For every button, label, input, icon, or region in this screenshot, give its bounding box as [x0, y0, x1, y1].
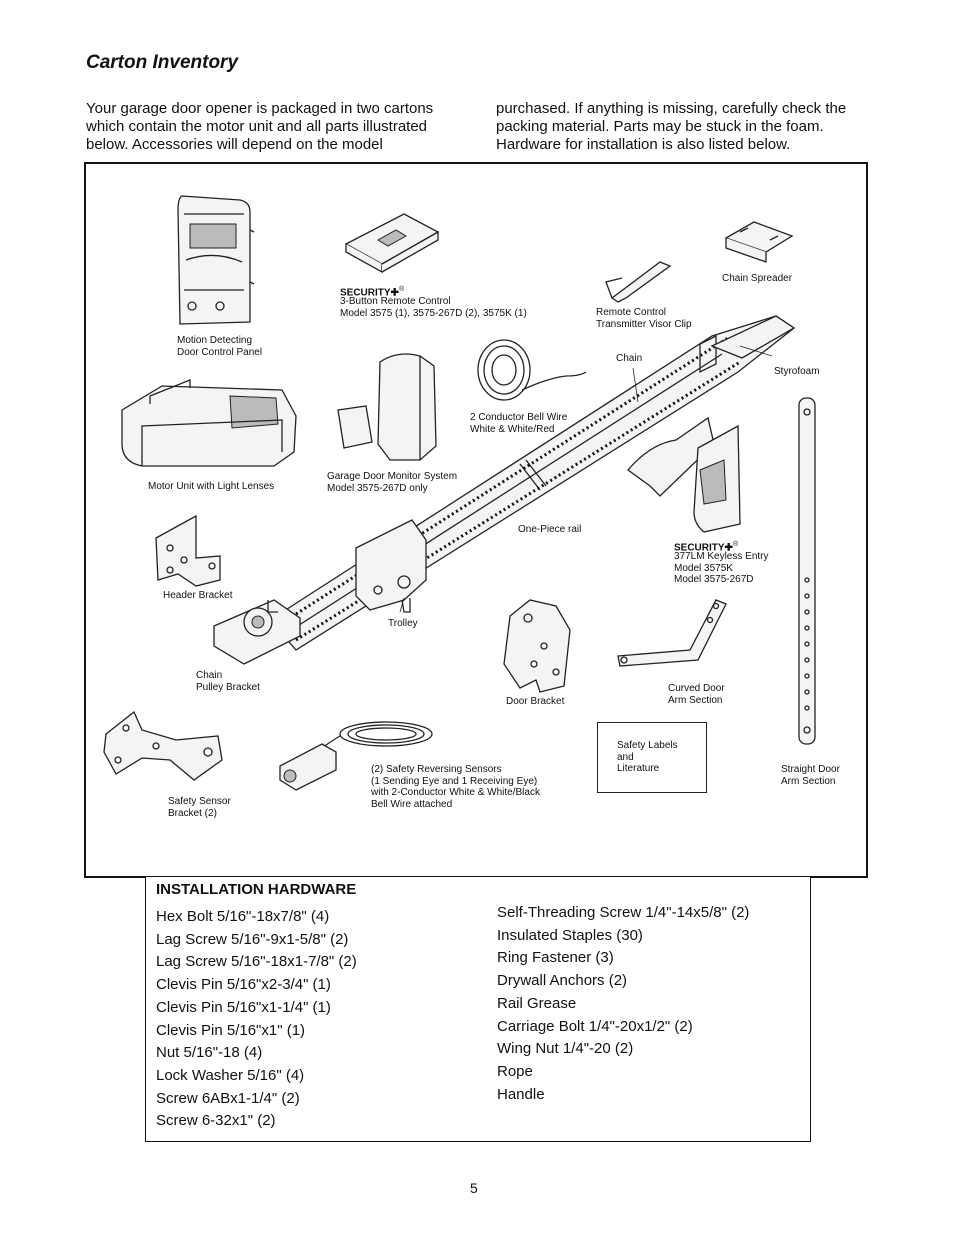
safety-labels-box	[597, 722, 707, 793]
label-trolley: Trolley	[388, 618, 418, 629]
hardware-item: Clevis Pin 5/16"x2-3/4" (1)	[156, 976, 331, 994]
safety-sensors-drawing	[279, 721, 433, 791]
remote-brand: SECURITY✚	[340, 287, 399, 299]
bell-wire-drawing	[477, 339, 587, 401]
hardware-item: Wing Nut 1/4"-20 (2)	[497, 1040, 634, 1058]
hardware-item: Hex Bolt 5/16"-18x7/8" (4)	[156, 908, 330, 925]
installation-hardware-box: INSTALLATION HARDWARE Hex Bolt 5/16"-18x…	[145, 876, 811, 1142]
label-straight-arm: Straight Door Arm Section	[781, 764, 840, 787]
label-sensor-bracket: Safety Sensor Bracket (2)	[168, 796, 231, 819]
hardware-item: Lag Screw 5/16"-18x1-7/8" (2)	[156, 953, 357, 971]
curved-arm-drawing	[617, 599, 727, 667]
motor-unit-drawing	[121, 379, 297, 467]
hardware-item: Screw 6ABx1-1/4" (2)	[156, 1089, 300, 1107]
hardware-item: Insulated Staples (30)	[497, 926, 643, 944]
label-door-bracket: Door Bracket	[506, 696, 565, 707]
chain-pulley-drawing	[213, 599, 301, 665]
label-safety-sensors: (2) Safety Reversing Sensors (1 Sending …	[371, 764, 540, 810]
label-motor-unit: Motor Unit with Light Lenses	[148, 481, 275, 492]
straight-arm-drawing	[798, 397, 816, 745]
hardware-item: Screw 6-32x1" (2)	[156, 1112, 276, 1130]
door-control-panel-drawing	[177, 195, 255, 325]
label-styrofoam: Styrofoam	[774, 366, 820, 377]
remote-registered-mark: ®	[398, 286, 405, 293]
hardware-item: Clevis Pin 5/16"x1" (1)	[156, 1021, 306, 1039]
label-door-control-panel: Motion Detecting Door Control Panel	[177, 335, 263, 358]
hardware-item: Handle	[497, 1085, 545, 1103]
door-bracket-drawing	[503, 599, 571, 693]
label-visor-clip: Remote Control Transmitter Visor Clip	[596, 307, 692, 330]
hardware-item: Rail Grease	[497, 994, 577, 1012]
chain-spreader-drawing	[724, 221, 794, 263]
hardware-list-left: Hex Bolt 5/16"-18x7/8" (4) Lag Screw 5/1…	[156, 906, 357, 1133]
hardware-item: Nut 5/16"-18 (4)	[156, 1044, 263, 1062]
hardware-item: Self-Threading Screw 1/4"-14x5/8" (2)	[497, 904, 750, 921]
label-bell-wire: 2 Conductor Bell Wire White & White/Red	[470, 412, 568, 435]
installation-hardware-title: INSTALLATION HARDWARE	[156, 881, 357, 898]
hardware-item: Carriage Bolt 1/4"-20x1/2" (2)	[497, 1017, 693, 1035]
label-keyless-brand: SECURITY✚®	[674, 539, 738, 554]
label-garage-monitor: Garage Door Monitor System Model 3575-26…	[327, 471, 458, 494]
label-chain-spreader: Chain Spreader	[722, 273, 793, 284]
label-remote-brand: SECURITY✚®	[340, 284, 404, 299]
label-chain: Chain	[616, 353, 643, 364]
keyless-entry-drawing	[627, 416, 741, 533]
hardware-list-right: Self-Threading Screw 1/4"-14x5/8" (2) In…	[497, 902, 749, 1106]
keyless-brand: SECURITY✚	[674, 542, 733, 554]
intro-text-right: purchased. If anything is missing, caref…	[496, 100, 847, 153]
label-remote-control: 3-Button Remote Control Model 3575 (1), …	[340, 296, 527, 319]
page-number: 5	[470, 1180, 478, 1196]
page-title: Carton Inventory	[86, 52, 239, 73]
label-header-bracket: Header Bracket	[163, 590, 233, 601]
visor-clip-drawing	[605, 261, 672, 303]
hardware-item: Drywall Anchors (2)	[497, 972, 628, 990]
keyless-registered-mark: ®	[732, 541, 739, 548]
label-rail: One-Piece rail	[518, 524, 582, 535]
header-bracket-drawing	[155, 514, 221, 587]
hardware-item: Ring Fastener (3)	[497, 949, 614, 967]
trolley-drawing	[355, 519, 427, 613]
hardware-item: Clevis Pin 5/16"x1-1/4" (1)	[156, 998, 331, 1016]
label-chain-pulley-bracket: Chain Pulley Bracket	[196, 670, 260, 693]
hardware-item: Lag Screw 5/16"-9x1-5/8" (2)	[156, 930, 349, 948]
label-curved-arm: Curved Door Arm Section	[668, 683, 725, 706]
remote-control-drawing	[344, 213, 440, 274]
label-safety-labels: Safety Labels and Literature	[617, 740, 678, 774]
garage-monitor-drawing	[337, 353, 437, 461]
hardware-item: Rope	[497, 1062, 533, 1080]
label-keyless-entry: 377LM Keyless Entry Model 3575K Model 35…	[674, 551, 769, 585]
hardware-item: Lock Washer 5/16" (4)	[156, 1066, 305, 1084]
sensor-bracket-drawing	[103, 710, 223, 781]
intro-text-left: Your garage door opener is packaged in t…	[86, 100, 434, 153]
